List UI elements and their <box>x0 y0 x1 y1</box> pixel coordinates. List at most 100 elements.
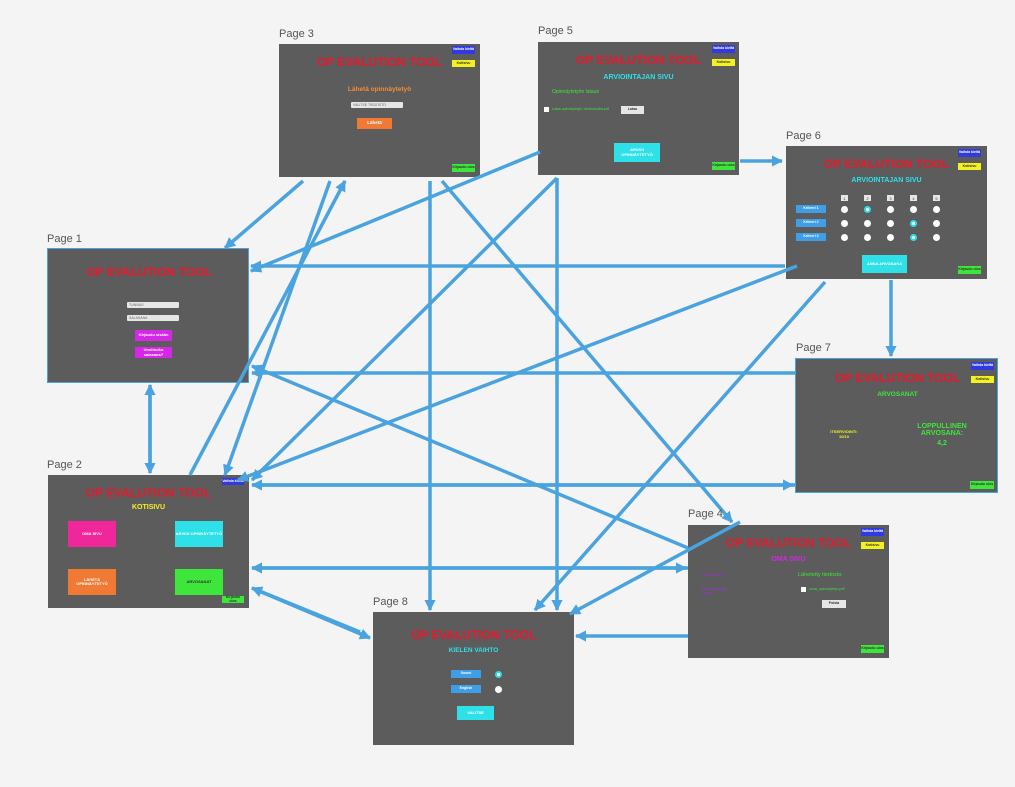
page-3-label: Page 3 <box>279 28 314 40</box>
criteria-radio[interactable] <box>909 219 917 227</box>
page-6-label: Page 6 <box>786 130 821 142</box>
arrow-p3-to-p1 <box>223 179 305 250</box>
criteria-radio[interactable] <box>840 219 848 227</box>
page-3-home-button[interactable]: Kotisivu <box>452 60 475 67</box>
page-6-home-button[interactable]: Kotisivu <box>958 163 981 170</box>
criteria-radio[interactable] <box>932 205 940 213</box>
page-8-subtitle: KIELEN VAIHTO <box>448 647 499 654</box>
download-button[interactable]: Lataa <box>621 106 644 114</box>
page-7-frame[interactable]: Vaihda kieltä Kotisivu OP EVALUTION TOOL… <box>795 358 998 493</box>
page-5-home-button[interactable]: Kotisivu <box>712 59 735 66</box>
page-2-logout-button[interactable]: Kirjaudu ulos <box>222 595 244 603</box>
page-4-home-button[interactable]: Kotisivu <box>861 542 884 549</box>
page-3-frame[interactable]: Vaihda kieltä Kotisivu OP EVALUTION TOOL… <box>279 44 480 177</box>
arrow-p5-to-p2 <box>250 176 559 482</box>
criteria-column-header: 2 <box>864 195 871 201</box>
username-input[interactable]: TUNNUS <box>127 302 179 308</box>
criteria-radio[interactable] <box>886 205 894 213</box>
criteria-radio[interactable] <box>909 205 917 213</box>
page-6-frame[interactable]: Vaihda kieltä Kotisivu OP EVALUTION TOOL… <box>786 146 987 279</box>
criteria-label: Kriteeri 1 <box>796 205 826 213</box>
page-5-label: Page 5 <box>538 25 573 37</box>
page-7-home-button[interactable]: Kotisivu <box>971 376 994 383</box>
page-5-language-button[interactable]: Vaihda kieltä <box>712 45 735 53</box>
login-button[interactable]: Kirjaudu sisään <box>135 330 172 341</box>
language-option-english[interactable]: English <box>451 685 481 693</box>
criteria-column-header: 4 <box>910 195 917 201</box>
criteria-label: Kriteeri 2 <box>796 219 826 227</box>
criteria-radio[interactable] <box>886 233 894 241</box>
thesis-file-name[interactable]: Lataa opinnäytetyö / tiedostonimi.pdf <box>552 107 610 111</box>
page-6-language-button[interactable]: Vaihda kieltä <box>958 149 981 157</box>
download-heading: Opinnäytetyön lataus <box>552 89 599 95</box>
criteria-radio[interactable] <box>863 233 871 241</box>
page-5-logout-button[interactable]: Kirjaudu ulos <box>712 162 735 170</box>
final-grade-value: 4,2 <box>937 440 947 447</box>
criteria-label: Kriteeri 3 <box>796 233 826 241</box>
submit-thesis-button[interactable]: LÄHETÄ OPINNÄYTETYÖ <box>68 569 116 595</box>
page-3-logout-button[interactable]: Kirjaudu ulos <box>452 164 475 172</box>
file-select-input[interactable]: VALITSE TIEDOSTO <box>351 102 403 108</box>
give-grade-button[interactable]: ANNA ARVOSANA <box>862 255 907 273</box>
arrow-p2-to-p8 <box>251 586 372 640</box>
criteria-radio[interactable] <box>932 219 940 227</box>
page-1-label: Page 1 <box>47 233 82 245</box>
english-radio[interactable] <box>495 686 502 693</box>
page-2-language-button[interactable]: Vaihda kieltä <box>222 478 244 485</box>
page-1-title: OP EVALUTION TOOL <box>86 265 212 279</box>
file-checkbox[interactable] <box>801 587 806 592</box>
criteria-column-header: 5 <box>933 195 940 201</box>
thesis-checkbox[interactable] <box>544 107 549 112</box>
criteria-radio[interactable] <box>909 233 917 241</box>
page-4-frame[interactable]: Vaihda kieltä Kotisivu OP EVALUTION TOOL… <box>688 525 889 658</box>
page-3-heading: Lähetä opinnäytetyö <box>347 86 412 93</box>
finnish-radio[interactable] <box>495 671 502 678</box>
arrow-p3-to-p4 <box>440 179 734 524</box>
remove-file-button[interactable]: Poista <box>822 600 846 608</box>
criteria-radio[interactable] <box>863 219 871 227</box>
language-option-finnish[interactable]: Suomi <box>451 670 481 678</box>
page-8-label: Page 8 <box>373 596 408 608</box>
evaluate-thesis-button[interactable]: ARVIOI OPINNÄYTETYÖ <box>175 521 223 547</box>
criteria-column-header: 3 <box>887 195 894 201</box>
page-3-title: OP EVALUTION TOOL <box>316 55 443 69</box>
arrow-p6-to-p2 <box>236 264 798 482</box>
forgot-password-button[interactable]: Unohtuiko salasana? <box>135 347 172 358</box>
final-grade-label: LOPPULLINEN ARVOSANA: <box>917 423 967 437</box>
criteria-radio[interactable] <box>840 233 848 241</box>
page-5-title: OP EVALUTION TOOL <box>575 53 702 67</box>
own-info-text: Nimi: Opiskelija Ryhmä <box>702 587 727 595</box>
page-2-frame[interactable]: Vaihda kieltä OP EVALUTION TOOL KOTISIVU… <box>48 475 249 608</box>
page-2-label: Page 2 <box>47 459 82 471</box>
page-5-frame[interactable]: Vaihda kieltä Kotisivu OP EVALUTION TOOL… <box>538 42 739 175</box>
send-thesis-button[interactable]: Lähetä <box>357 118 392 129</box>
criteria-radio[interactable] <box>840 205 848 213</box>
page-6-subtitle: ARVIOINTAJAN SIVU <box>851 177 922 184</box>
page-8-frame[interactable]: OP EVALUTION TOOL KIELEN VAIHTO Suomi En… <box>373 612 574 745</box>
criteria-radio[interactable] <box>863 205 871 213</box>
page-7-logout-button[interactable]: Kirjaudu ulos <box>970 481 994 489</box>
sent-file-name[interactable]: omat_opinnaytetyo.pdf <box>809 587 845 591</box>
own-page-button[interactable]: OMA SIVU <box>68 521 116 547</box>
choose-language-button[interactable]: VALITSE <box>457 706 494 720</box>
page-4-logout-button[interactable]: Kirjaudu ulos <box>861 645 884 653</box>
page-5-subtitle: ARVIOINTAJAN SIVU <box>603 74 674 81</box>
password-input[interactable]: SALASANA <box>127 315 179 321</box>
self-evaluation-score: ITSERVIOINTI: 10/10 <box>830 429 858 439</box>
page-6-title: OP EVALUTION TOOL <box>823 157 950 171</box>
page-4-label: Page 4 <box>688 508 723 520</box>
grades-button[interactable]: ARVOSANAT <box>175 569 223 595</box>
page-3-language-button[interactable]: Vaihda kieltä <box>452 46 475 54</box>
criteria-radio[interactable] <box>932 233 940 241</box>
page-6-logout-button[interactable]: Kirjaudu ulos <box>958 266 981 274</box>
page-1-frame[interactable]: OP EVALUTION TOOL TUNNUS SALASANA Kirjau… <box>47 248 249 383</box>
page-4-subtitle: OMA SIVU <box>771 556 806 563</box>
page-8-title: OP EVALUTION TOOL <box>410 628 537 642</box>
page-7-language-button[interactable]: Vaihda kieltä <box>971 362 994 370</box>
page-5-evaluate-button[interactable]: ARVIOI OPINNÄYTETYÖ <box>614 143 660 162</box>
page-7-subtitle: ARVOSANAT <box>877 391 918 398</box>
page-7-label: Page 7 <box>796 342 831 354</box>
sent-file-heading: Lähetetty tiedosto <box>798 572 842 578</box>
criteria-radio[interactable] <box>886 219 894 227</box>
page-4-language-button[interactable]: Vaihda kieltä <box>861 528 884 536</box>
